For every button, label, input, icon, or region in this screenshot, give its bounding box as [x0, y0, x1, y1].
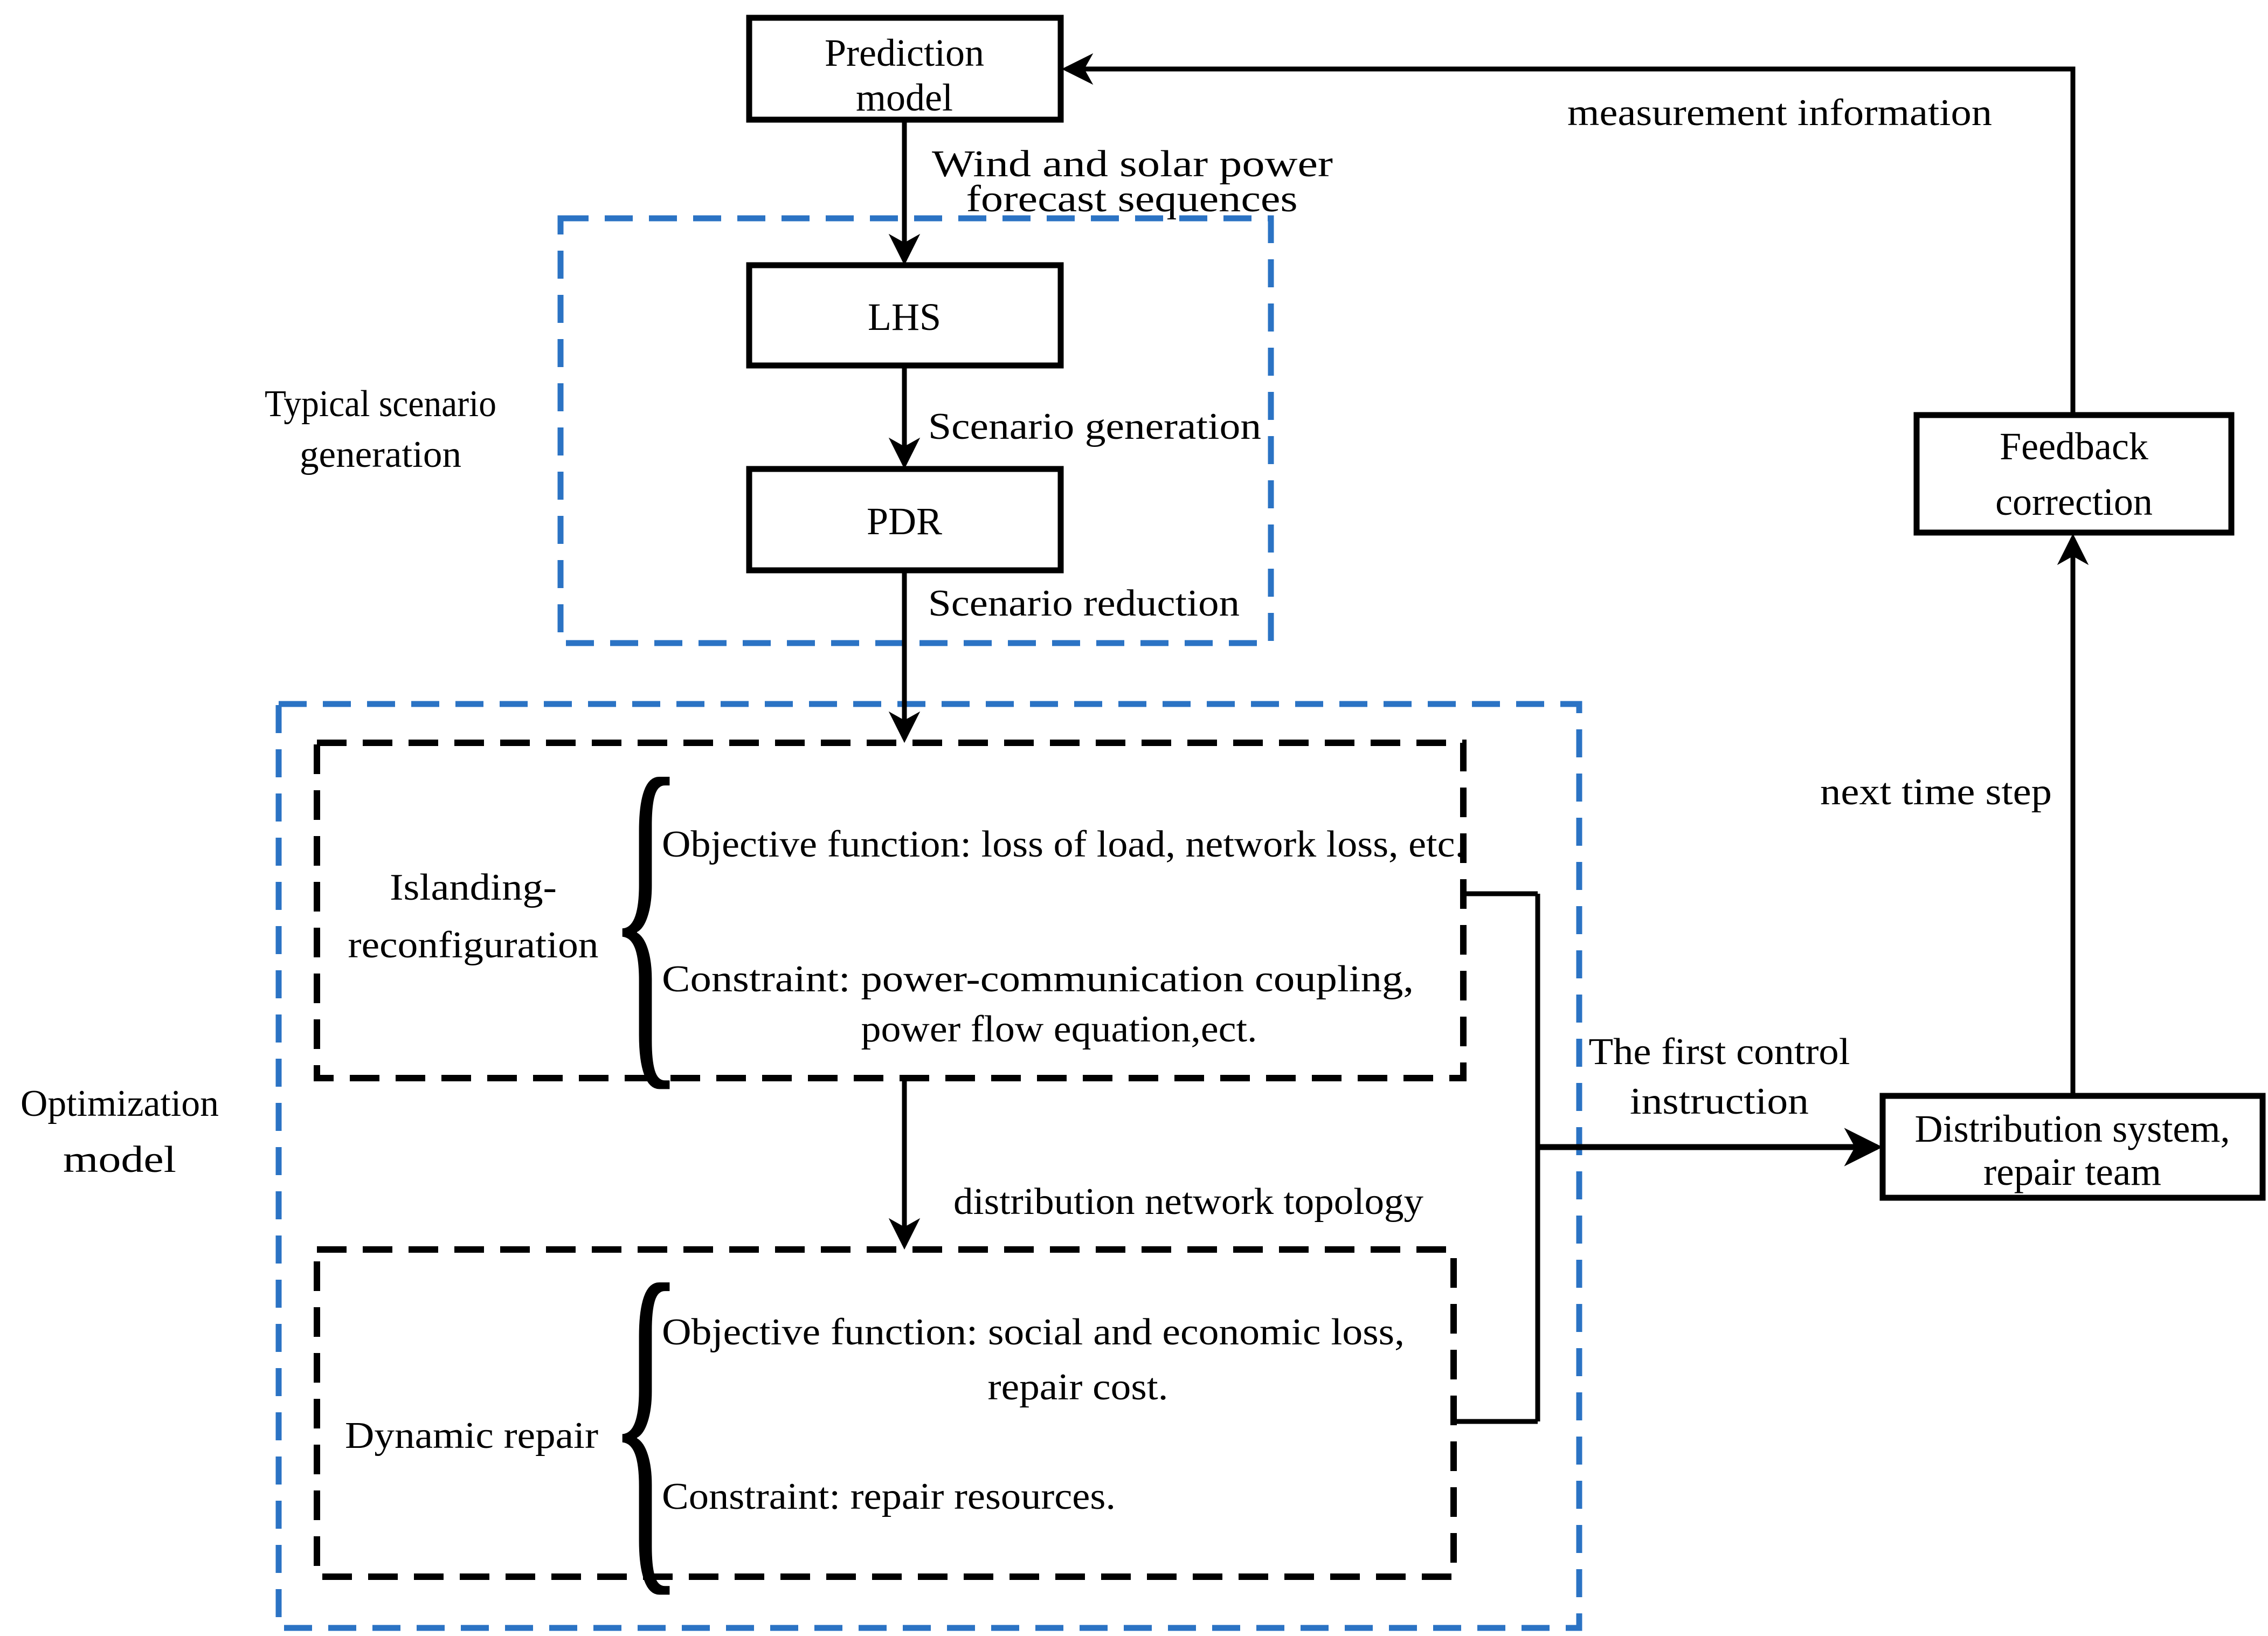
arrow-feedback-to-prediction [1061, 53, 2076, 415]
pdr-label: PDR [867, 500, 942, 543]
optimization-model-group-box [275, 701, 1582, 1631]
scenario-reduction-label: Scenario reduction [928, 583, 1240, 624]
optimization-model-label-line1: Optimization [20, 1083, 219, 1124]
dynamic-repair-title: Dynamic repair [345, 1415, 598, 1456]
prediction-model-label-line2: model [856, 76, 953, 119]
typical-scenario-group-box [557, 215, 1274, 646]
islanding-objective-text: Objective function: loss of load, networ… [662, 824, 1465, 865]
distribution-topology-label: distribution network topology [953, 1181, 1423, 1223]
first-control-label-line2: instruction [1630, 1081, 1809, 1122]
prediction-model-box [746, 15, 1064, 123]
pdr-box [746, 466, 1064, 574]
prediction-model-label-line1: Prediction [825, 31, 984, 74]
wind-solar-label-line1: Wind and solar power [932, 143, 1333, 185]
distribution-system-label-line2: repair team [1983, 1150, 2161, 1193]
typical-scenario-label-line1: Typical scenario [265, 383, 496, 425]
feedback-correction-label-line2: correction [1995, 480, 2153, 523]
lhs-box [746, 262, 1064, 369]
dynamic-constraint-text: Constraint: repair resources. [662, 1476, 1116, 1517]
islanding-constraint-line1: Constraint: power-communication coupling… [662, 958, 1414, 1000]
feedback-correction-box [1913, 412, 2235, 536]
dynamic-repair-brace-icon: { [608, 1209, 684, 1627]
scenario-generation-label: Scenario generation [928, 406, 1261, 447]
dynamic-objective-line1: Objective function: social and economic … [662, 1311, 1405, 1353]
islanding-title-line1: Islanding- [390, 867, 557, 908]
distribution-system-label-line1: Distribution system, [1915, 1107, 2230, 1150]
first-control-label-line1: The first control [1589, 1031, 1850, 1073]
distribution-system-box [1879, 1093, 2266, 1201]
feedback-correction-label-line1: Feedback [2000, 425, 2148, 468]
optimization-model-label-line2: model [63, 1139, 176, 1181]
typical-scenario-label-line2: generation [300, 434, 461, 475]
islanding-title-line2: reconfiguration [348, 924, 599, 966]
wind-solar-label-line2: forecast sequences [966, 178, 1298, 220]
islanding-constraint-line2: power flow equation,ect. [861, 1009, 1257, 1050]
measurement-information-label: measurement information [1567, 92, 1992, 134]
dynamic-repair-box [314, 1246, 1457, 1580]
islanding-brace-icon: { [608, 703, 684, 1121]
lhs-label: LHS [868, 295, 941, 339]
dynamic-objective-line2: repair cost. [988, 1366, 1168, 1408]
next-time-step-label: next time step [1820, 771, 2052, 813]
